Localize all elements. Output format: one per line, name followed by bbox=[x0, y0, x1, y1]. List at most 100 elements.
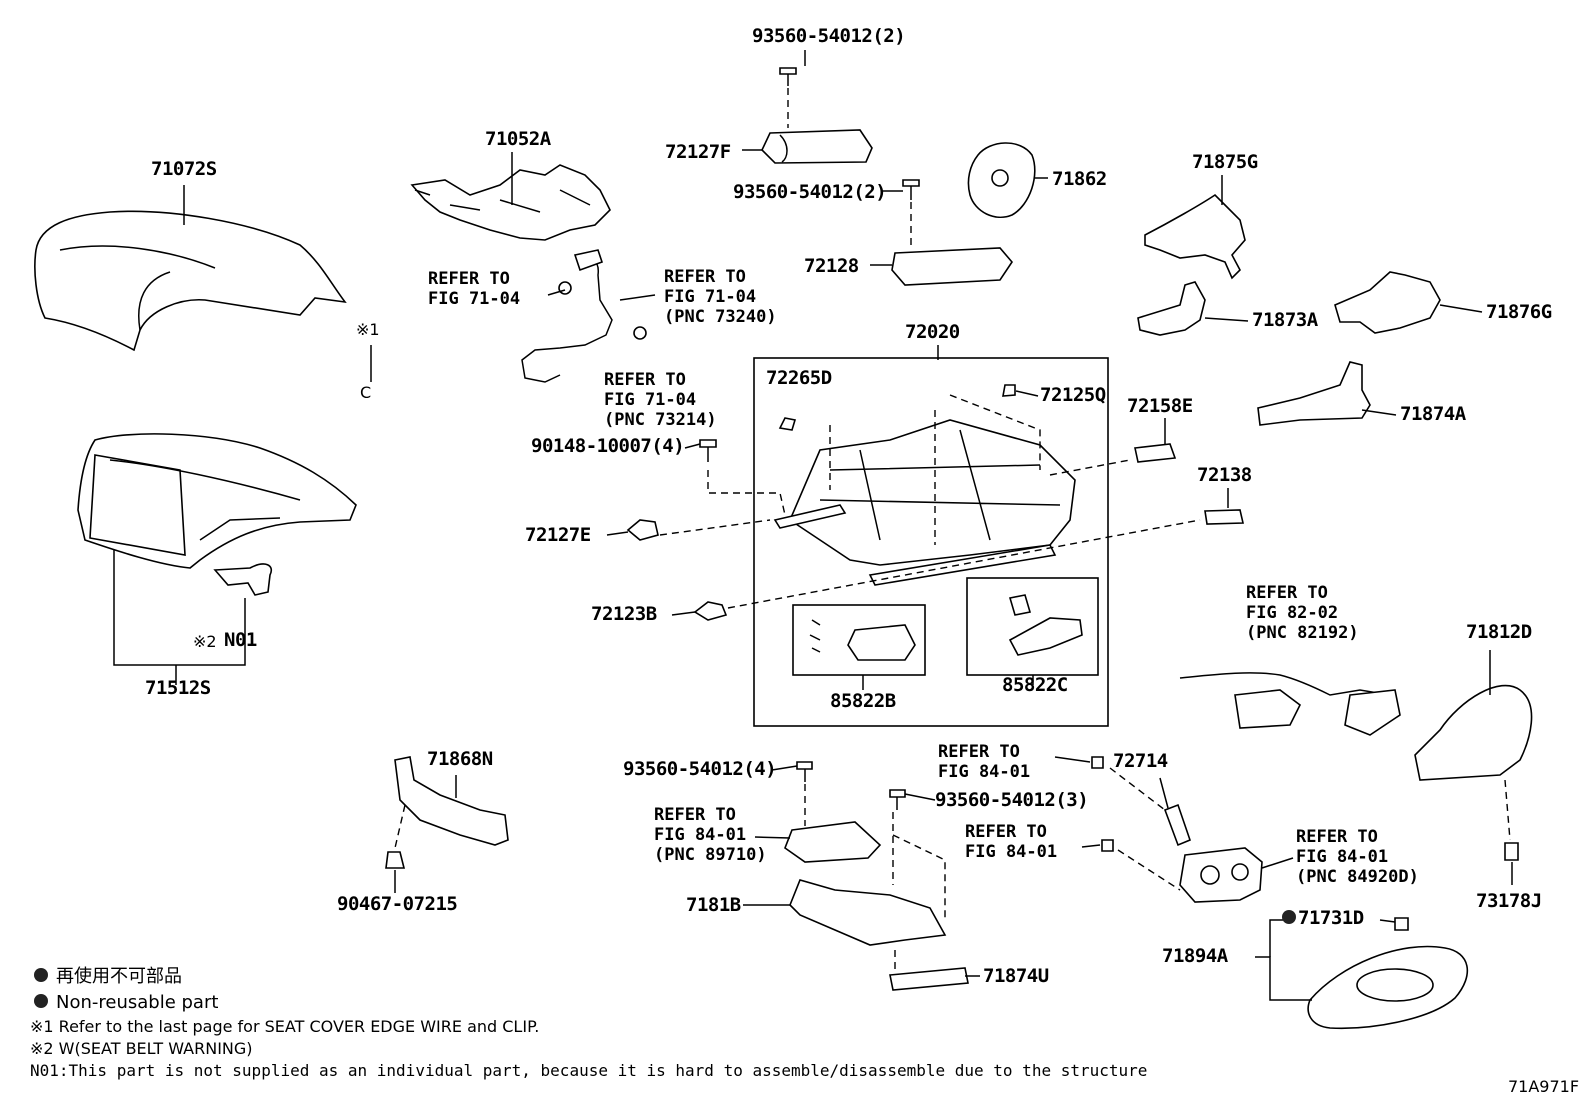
label-73178J: 73178J bbox=[1476, 890, 1542, 912]
dash-72158E bbox=[1049, 459, 1131, 476]
svg-text:FIG 71-04: FIG 71-04 bbox=[664, 287, 756, 307]
seat-back-cover-drawing bbox=[34, 210, 347, 352]
ref-fig-84-01-pnc-84920D: REFER TO FIG 84-01 (PNC 84920D) bbox=[1296, 827, 1419, 887]
ref-fig-82-02-pnc-82192: REFER TO FIG 82-02 (PNC 82192) bbox=[1246, 583, 1359, 643]
part-72158E-drawing bbox=[1134, 443, 1177, 463]
label-7181B: 7181B bbox=[686, 894, 741, 916]
label-71052A: 71052A bbox=[485, 128, 552, 150]
label-93560-top: 93560-54012(2) bbox=[752, 25, 905, 47]
cover-71874U-drawing bbox=[889, 950, 969, 991]
cover-71873A-drawing bbox=[1137, 281, 1206, 336]
mark-note-2: ※2 bbox=[193, 632, 217, 651]
svg-text:REFER TO: REFER TO bbox=[965, 822, 1047, 842]
svg-text:(PNC 84920D): (PNC 84920D) bbox=[1296, 867, 1419, 887]
label-71731D: 71731D bbox=[1298, 907, 1364, 929]
label-71862: 71862 bbox=[1052, 168, 1107, 190]
label-71512S: 71512S bbox=[145, 677, 211, 699]
cover-71894A-drawing bbox=[1307, 917, 1469, 1030]
ref-fig-84-01-b: REFER TO FIG 84-01 bbox=[965, 822, 1057, 862]
svg-text:(PNC 73240): (PNC 73240) bbox=[664, 307, 777, 327]
svg-text:REFER TO: REFER TO bbox=[1296, 827, 1378, 847]
bolt-90148-drawing bbox=[699, 439, 786, 516]
label-71868N: 71868N bbox=[427, 748, 493, 770]
legend-note-N01: N01:This part is not supplied as an indi… bbox=[30, 1061, 1147, 1080]
svg-text:REFER TO: REFER TO bbox=[1246, 583, 1328, 603]
label-72714: 72714 bbox=[1113, 750, 1168, 772]
seat-frame-71052A-drawing bbox=[410, 164, 611, 241]
cover-71874A-drawing bbox=[1257, 361, 1371, 426]
adjuster-assembly-box bbox=[753, 357, 1109, 727]
label-72265D: 72265D bbox=[766, 367, 832, 389]
svg-text:REFER TO: REFER TO bbox=[428, 269, 510, 289]
seat-cushion-drawing bbox=[77, 433, 357, 596]
label-72127F: 72127F bbox=[665, 141, 731, 163]
svg-text:FIG 71-04: FIG 71-04 bbox=[428, 289, 520, 309]
legend-note-2: ※2 W(SEAT BELT WARNING) bbox=[30, 1039, 253, 1058]
mark-clip: C bbox=[360, 383, 371, 402]
cover-71876G-drawing bbox=[1334, 271, 1441, 334]
label-93560-mid: 93560-54012(2) bbox=[733, 181, 886, 203]
label-71812D: 71812D bbox=[1466, 621, 1532, 643]
bracket-7181B-drawing bbox=[789, 812, 947, 946]
svg-text:(PNC 89710): (PNC 89710) bbox=[654, 845, 767, 865]
svg-text:REFER TO: REFER TO bbox=[654, 805, 736, 825]
clip-90467-drawing bbox=[385, 851, 406, 893]
label-71894A: 71894A bbox=[1162, 945, 1229, 967]
part-72138-drawing bbox=[1204, 509, 1244, 525]
svg-text:(PNC 73214): (PNC 73214) bbox=[604, 410, 717, 430]
label-93560-3: 93560-54012(3) bbox=[935, 789, 1088, 811]
svg-text:REFER TO: REFER TO bbox=[938, 742, 1020, 762]
label-90148: 90148-10007(4) bbox=[531, 435, 684, 457]
svg-text:FIG 84-01: FIG 84-01 bbox=[654, 825, 746, 845]
label-71876G: 71876G bbox=[1486, 301, 1552, 323]
clip-72127E-drawing bbox=[626, 519, 659, 541]
clip-73178J-drawing bbox=[1504, 842, 1519, 861]
screw-mid bbox=[902, 179, 920, 250]
svg-text:REFER TO: REFER TO bbox=[664, 267, 746, 287]
switch-84920D-drawing bbox=[1091, 756, 1263, 903]
cover-71875G-drawing bbox=[1144, 193, 1246, 280]
legend-bullet-jp bbox=[34, 968, 48, 982]
dash-72123B bbox=[727, 519, 1201, 609]
ref-fig-71-04-pnc-73214: REFER TO FIG 71-04 (PNC 73214) bbox=[604, 370, 717, 430]
leader-lines bbox=[113, 50, 1513, 1001]
screw-93560-3 bbox=[889, 789, 906, 810]
label-72123B: 72123B bbox=[591, 603, 657, 625]
label-72125Q: 72125Q bbox=[1040, 384, 1106, 406]
svg-text:FIG 84-01: FIG 84-01 bbox=[1296, 847, 1388, 867]
svg-text:FIG 82-02: FIG 82-02 bbox=[1246, 603, 1338, 623]
cover-72128-drawing bbox=[891, 247, 1014, 286]
ref-fig-84-01-a: REFER TO FIG 84-01 bbox=[938, 742, 1030, 782]
motor-85822B-drawing bbox=[809, 619, 916, 661]
motor-85822B-box bbox=[792, 604, 926, 676]
label-72127E: 72127E bbox=[525, 524, 591, 546]
dash-72127E bbox=[659, 519, 771, 536]
label-71874A: 71874A bbox=[1400, 403, 1467, 425]
label-N01: N01 bbox=[224, 629, 257, 651]
label-72158E: 72158E bbox=[1127, 395, 1193, 417]
label-71072S: 71072S bbox=[151, 158, 217, 180]
label-72020: 72020 bbox=[905, 321, 960, 343]
legend-bullet-en bbox=[34, 994, 48, 1008]
label-71875G: 71875G bbox=[1192, 151, 1258, 173]
label-85822B: 85822B bbox=[830, 690, 896, 712]
bracket-71862-drawing bbox=[967, 142, 1036, 219]
mark-note-1: ※1 bbox=[356, 320, 380, 339]
label-72138: 72138 bbox=[1197, 464, 1252, 486]
cover-72127F-drawing bbox=[761, 129, 873, 164]
cover-71868N-drawing bbox=[394, 756, 509, 849]
svg-text:FIG 84-01: FIG 84-01 bbox=[938, 762, 1030, 782]
legend-note-1: ※1 Refer to the last page for SEAT COVER… bbox=[30, 1017, 539, 1036]
ecu-89710-drawing bbox=[784, 821, 882, 863]
seat-adjuster-72020-drawing bbox=[773, 384, 1076, 586]
legend-non-reusable-jp: 再使用不可部品 bbox=[56, 966, 182, 987]
screw-93560-4 bbox=[796, 761, 813, 826]
seat-harness-drawing bbox=[521, 249, 647, 383]
label-72128: 72128 bbox=[804, 255, 859, 277]
svg-text:(PNC 82192): (PNC 82192) bbox=[1246, 623, 1359, 643]
label-71874U: 71874U bbox=[983, 965, 1049, 987]
svg-text:REFER TO: REFER TO bbox=[604, 370, 686, 390]
clip-72123B-drawing bbox=[693, 601, 728, 621]
ref-fig-71-04-a: REFER TO FIG 71-04 bbox=[428, 269, 520, 309]
